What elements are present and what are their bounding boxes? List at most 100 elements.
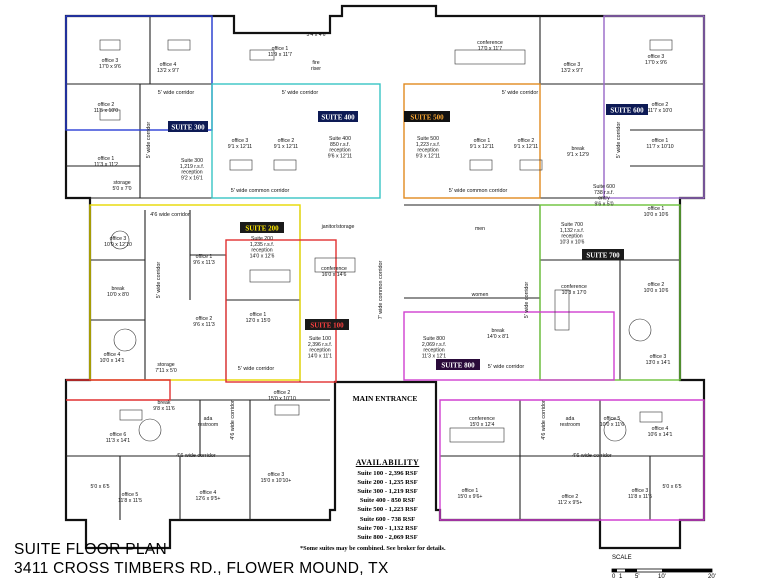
suite-500-outline: [403, 83, 541, 199]
furniture: [99, 39, 673, 443]
corridor-label: 5' wide common corridor: [231, 188, 290, 194]
scale-bar: [611, 568, 713, 573]
corridor-label: 5' wide corridor: [156, 262, 162, 299]
corridor-label: 5' wide corridor: [146, 122, 152, 159]
main-entrance-label: MAIN ENTRANCE: [353, 394, 418, 403]
suite-400-outline: [211, 83, 381, 199]
suite-600-label: SUITE 600: [610, 107, 644, 115]
corridor-label: 5' wide common corridor: [449, 188, 508, 194]
corridor-label: 5' wide corridor: [158, 90, 195, 96]
suite-800-outline: [403, 311, 615, 381]
plan-title: SUITE FLOOR PLAN: [14, 541, 167, 558]
suite-100-south-outline: [66, 379, 171, 401]
corridor-label: 7' wide common corridor: [378, 261, 384, 320]
availability-item: Suite 600 - 738 RSF: [359, 515, 416, 523]
suite-500-label: SUITE 500: [410, 114, 444, 122]
scale-tick: 10': [658, 574, 666, 580]
suite-100-label: SUITE 100: [310, 322, 344, 330]
availability-item: Suite 400 - 850 RSF: [359, 497, 416, 505]
suite-outlines: [65, 15, 705, 521]
corridor-label: 4'6 wide corridor: [150, 212, 190, 218]
corridor-label: 5' wide corridor: [616, 122, 622, 159]
scale-tick: 20': [708, 574, 716, 580]
corridor-label: 4'6 wide corridor: [572, 453, 612, 459]
suite-200-tag: SUITE 200: [240, 222, 284, 233]
suite-800-label: SUITE 800: [441, 362, 475, 370]
scale-tick: 0: [612, 574, 616, 580]
suite-800-south-outline: [439, 399, 705, 521]
availability-item: Suite 300 - 1,219 RSF: [357, 488, 418, 496]
suite-200-outline: [89, 204, 301, 381]
corridor-label: 5' wide corridor: [502, 90, 539, 96]
availability-item: Suite 200 - 1,235 RSF: [357, 479, 418, 487]
suite-700-label: SUITE 700: [586, 252, 620, 260]
availability-item: Suite 500 - 1,223 RSF: [357, 506, 418, 514]
corridor-label: 4'6 wide corridor: [230, 400, 236, 440]
suite-400-tag: SUITE 400: [318, 111, 358, 122]
room-label-n-5x6: 5'4 x 4'6: [307, 32, 326, 38]
room-label-sw-5x6: 5'0 x 6'5: [91, 484, 110, 490]
suite-500-tag: SUITE 500: [404, 111, 450, 122]
availability-item: Suite 100 - 2,396 RSF: [357, 470, 418, 478]
corridor-label: 5' wide corridor: [524, 282, 530, 319]
suite-100-tag: SUITE 100: [305, 319, 349, 330]
scale-tick: 5': [635, 574, 640, 580]
suite-200-label: SUITE 200: [245, 225, 279, 233]
corridor-labels: 5' wide corridor 5' wide corridor 5' wide …: [146, 90, 622, 459]
plan-address: 3411 CROSS TIMBERS RD., FLOWER MOUND, TX: [14, 560, 389, 577]
room-label-jan: janitor/storage: [321, 224, 355, 230]
corridor-label: 4'6 wide corridor: [176, 453, 216, 459]
room-label-women: women: [472, 292, 489, 298]
scale-label: SCALE: [612, 555, 632, 561]
availability-item: Suite 800 - 2,069 RSF: [357, 533, 418, 541]
scale-tick: 1: [619, 574, 623, 580]
room-label-men: men: [475, 226, 485, 232]
corridor-label: 5' wide corridor: [488, 364, 525, 370]
